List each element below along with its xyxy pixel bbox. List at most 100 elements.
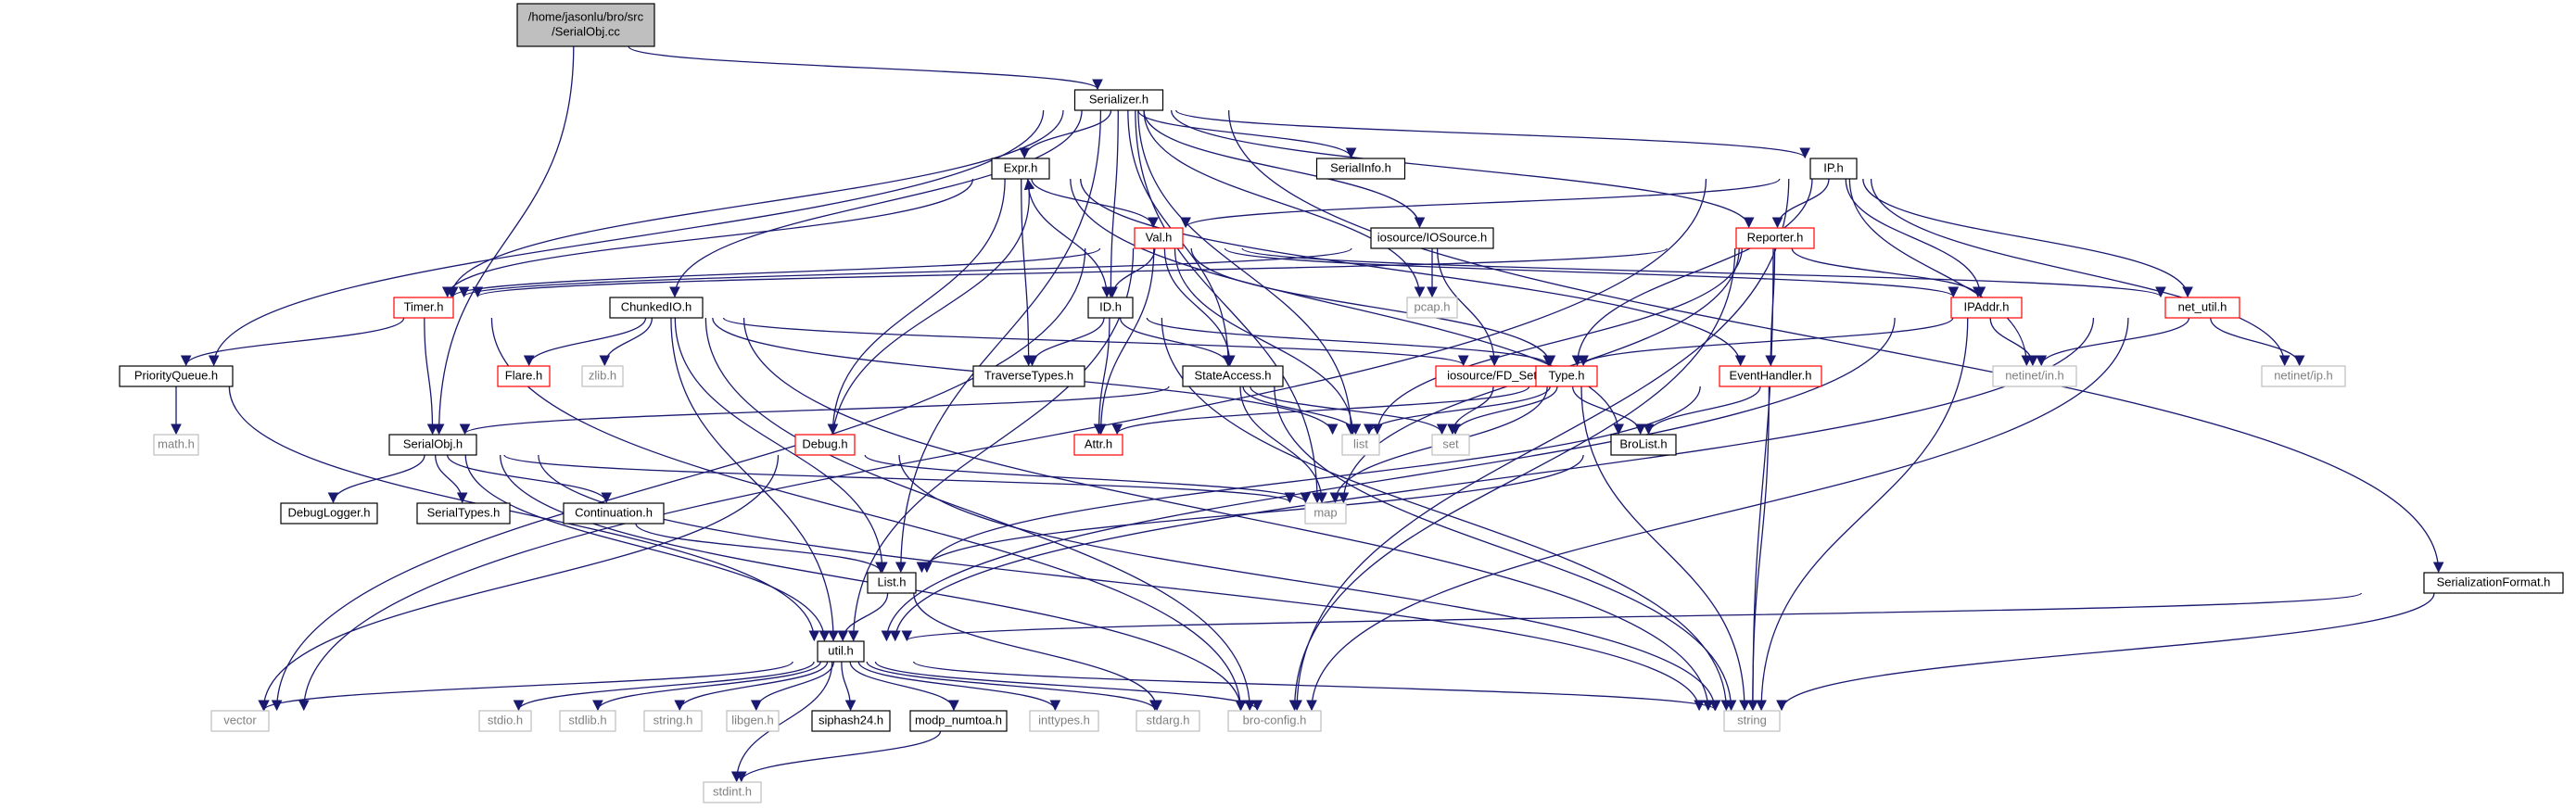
node-ip-label: IP.h	[1823, 160, 1843, 174]
node-util-label: util.h	[828, 643, 853, 657]
node-continuation[interactable]: Continuation.h	[563, 502, 665, 525]
node-serialobj[interactable]: SerialObj.h	[388, 434, 477, 456]
edge-val-to-timer	[448, 247, 1101, 298]
node-netinetin-label: netinet/in.h	[2005, 368, 2064, 382]
node-traversetypes[interactable]: TraverseTypes.h	[972, 365, 1085, 387]
node-serialtypes[interactable]: SerialTypes.h	[416, 502, 511, 525]
edge-type-to-string	[1580, 386, 1750, 712]
edge-chunkedio-to-util	[670, 317, 839, 642]
node-stdint-label: stdint.h	[713, 784, 752, 798]
node-siphash[interactable]: siphash24.h	[811, 710, 891, 732]
edge-chunkedio-to-broconfig	[704, 317, 1256, 712]
node-debuglogger-label: DebugLogger.h	[288, 505, 371, 519]
node-eventhandler[interactable]: EventHandler.h	[1719, 365, 1822, 387]
edge-debug-to-vector	[258, 454, 780, 712]
node-inttypes-label: inttypes.h	[1038, 713, 1090, 727]
node-stringh-label: string.h	[654, 713, 693, 727]
node-listh-box	[867, 572, 917, 594]
edge-id-to-type	[1146, 317, 1554, 367]
node-timer-label: Timer.h	[404, 299, 444, 313]
node-flare[interactable]: Flare.h	[497, 365, 551, 387]
node-val-label: Val.h	[1146, 230, 1173, 244]
node-id-label: ID.h	[1099, 299, 1122, 313]
node-netinetin-box	[1992, 365, 2077, 387]
node-stdlib: stdlib.h	[559, 710, 616, 732]
node-netinetin: netinet/in.h	[1992, 365, 2077, 387]
node-math-label: math.h	[158, 436, 195, 450]
node-serialtypes-label: SerialTypes.h	[427, 505, 501, 519]
edge-serializer-to-priorityqueue	[208, 109, 1045, 367]
node-ip-box	[1809, 158, 1858, 180]
edge-timer-to-serialobj	[424, 317, 438, 436]
node-ipaddr-label: IPAddr.h	[1964, 299, 2010, 313]
node-modpnumtoa-box	[909, 710, 1008, 732]
node-stdio: stdio.h	[478, 710, 532, 732]
node-serializer[interactable]: Serializer.h	[1073, 89, 1164, 111]
node-debuglogger[interactable]: DebugLogger.h	[280, 502, 378, 525]
node-serialinfo[interactable]: SerialInfo.h	[1315, 158, 1406, 180]
node-pcap: pcap.h	[1406, 297, 1458, 319]
node-stateaccess[interactable]: StateAccess.h	[1182, 365, 1284, 387]
edge-type-to-list	[1364, 386, 1551, 436]
node-stdint: stdint.h	[703, 781, 762, 803]
node-serializationformat-label: SerializationFormat.h	[2437, 575, 2551, 588]
node-root-label-line1: /home/jasonlu/bro/src	[528, 9, 644, 23]
edge-serialobj-to-serialtypes	[434, 454, 468, 504]
node-siphash-box	[811, 710, 891, 732]
node-id[interactable]: ID.h	[1087, 297, 1134, 319]
node-timer[interactable]: Timer.h	[393, 297, 454, 319]
node-expr[interactable]: Expr.h	[991, 158, 1050, 180]
node-continuation-label: Continuation.h	[575, 505, 653, 519]
node-root[interactable]: /home/jasonlu/bro/src/SerialObj.cc	[516, 3, 655, 47]
node-debuglogger-box	[280, 502, 378, 525]
node-netinetip-label: netinet/ip.h	[2274, 368, 2333, 382]
edge-util-to-stdarg	[866, 661, 1161, 712]
edge-expr-to-brolist	[1070, 178, 1624, 436]
node-val[interactable]: Val.h	[1134, 227, 1184, 249]
node-timer-box	[393, 297, 454, 319]
node-val-box	[1134, 227, 1184, 249]
node-ipaddr-box	[1950, 297, 2023, 319]
node-modpnumtoa[interactable]: modp_numtoa.h	[909, 710, 1008, 732]
edge-timer-to-priorityqueue	[180, 317, 405, 367]
node-type[interactable]: Type.h	[1535, 365, 1598, 387]
edge-ip-to-vector	[298, 178, 1707, 712]
node-brolist-box	[1610, 434, 1677, 456]
node-list: list	[1341, 434, 1380, 456]
node-debug[interactable]: Debug.h	[794, 434, 856, 456]
node-siphash-label: siphash24.h	[818, 713, 883, 727]
edge-val-to-vector	[271, 247, 1086, 712]
edge-id-to-attr	[1093, 317, 1110, 436]
node-priorityqueue[interactable]: PriorityQueue.h	[119, 365, 234, 387]
node-ip[interactable]: IP.h	[1809, 158, 1858, 180]
edge-stateaccess-to-serialobj	[459, 386, 1170, 436]
edge-root-to-serialobj	[433, 45, 575, 436]
edge-stateaccess-to-list	[1242, 386, 1362, 436]
node-util[interactable]: util.h	[817, 640, 865, 663]
edge-root-to-serializer	[628, 45, 1103, 91]
node-traversetypes-label: TraverseTypes.h	[984, 368, 1073, 382]
node-set: set	[1431, 434, 1470, 456]
node-libgen-box	[726, 710, 780, 732]
node-stdarg-label: stdarg.h	[1147, 713, 1190, 727]
node-reporter-label: Reporter.h	[1747, 230, 1804, 244]
node-ipaddr[interactable]: IPAddr.h	[1950, 297, 2023, 319]
node-serializationformat[interactable]: SerializationFormat.h	[2423, 572, 2564, 594]
node-netutil[interactable]: net_util.h	[2164, 297, 2240, 319]
node-iosource[interactable]: iosource/IOSource.h	[1370, 227, 1494, 249]
node-brolist[interactable]: BroList.h	[1610, 434, 1677, 456]
node-debug-box	[794, 434, 856, 456]
node-chunkedio[interactable]: ChunkedIO.h	[609, 297, 704, 319]
node-listh[interactable]: List.h	[867, 572, 917, 594]
edge-util-to-broconfig	[874, 661, 1263, 712]
node-attr[interactable]: Attr.h	[1073, 434, 1123, 456]
edge-util-to-stdint	[730, 661, 833, 783]
edge-serialobj-to-string	[538, 454, 1705, 712]
edge-serializer-to-list	[1137, 109, 1357, 436]
edge-eventhandler-to-string	[1746, 386, 1770, 712]
node-reporter-box	[1735, 227, 1815, 249]
node-reporter[interactable]: Reporter.h	[1735, 227, 1815, 249]
node-zlib: zlib.h	[581, 365, 624, 387]
edge-ipaddr-to-type	[1578, 317, 1954, 367]
node-serialobj-label: SerialObj.h	[403, 436, 463, 450]
